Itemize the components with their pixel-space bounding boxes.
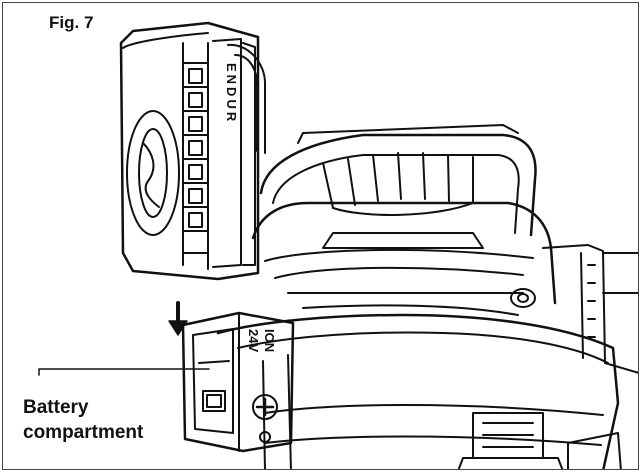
vacuum-body (216, 313, 622, 469)
callout-leader-line (38, 368, 210, 376)
callout-line-1: Battery (23, 397, 89, 418)
vacuum-illustration: ENDUR 24V ION (38, 21, 638, 469)
callout-line-2: compartment (23, 422, 144, 443)
battery-brand-text: ENDUR (224, 63, 239, 124)
motor-housing (251, 201, 557, 316)
figure-frame: ENDUR 24V ION Fig. 7 Battery compartment (2, 2, 639, 470)
battery-compartment (181, 311, 295, 453)
battery-voltage-text: 24V (246, 329, 261, 352)
down-arrow-icon (168, 301, 188, 336)
right-canister (542, 244, 638, 374)
battery-chem-text: ION (262, 329, 277, 352)
battery-compartment-callout: Battery compartment (23, 395, 143, 445)
figure-label: Fig. 7 (49, 13, 94, 32)
battery-pack (119, 21, 266, 281)
vacuum-handle (259, 124, 537, 237)
